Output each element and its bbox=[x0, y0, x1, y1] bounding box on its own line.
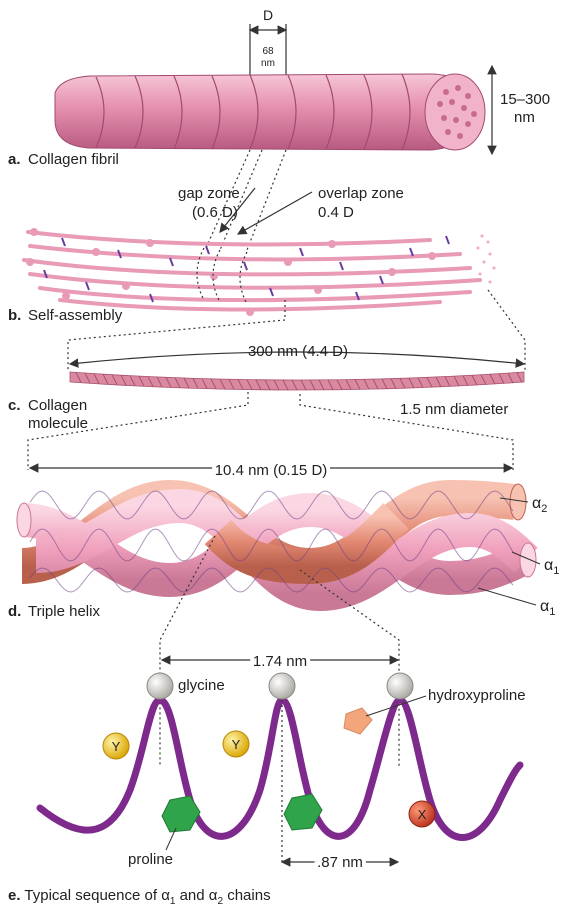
panel-d-helix: 10.4 nm (0.15 D) α2 α1 α1 d. Triple heli… bbox=[8, 462, 559, 620]
panel-c-title-line2: molecule bbox=[28, 415, 88, 432]
gap-68-label: 68 bbox=[262, 46, 274, 57]
glycine-label: glycine bbox=[178, 677, 225, 694]
alpha1-label-b: α1 bbox=[540, 598, 555, 618]
panel-a-title: Collagen fibril bbox=[28, 151, 119, 168]
period-label: 1.74 nm bbox=[253, 653, 307, 670]
glycine-ball-1 bbox=[147, 673, 173, 699]
panel-a-fibril: D 68 nm 15–300 nm a. Coll bbox=[8, 7, 550, 168]
gap-nm-label: nm bbox=[261, 58, 275, 69]
polypeptide-chain bbox=[40, 700, 520, 838]
proline-hex-1 bbox=[162, 796, 200, 832]
panel-a-letter: a. bbox=[8, 151, 21, 168]
staggered-molecules bbox=[24, 232, 480, 310]
panel-d-title: Triple helix bbox=[28, 603, 100, 620]
overlap-zone-label: overlap zone bbox=[318, 185, 404, 202]
panel-b-assembly: gap zone (0.6 D) overlap zone 0.4 D bbox=[8, 185, 496, 324]
d-label: D bbox=[263, 7, 273, 23]
y-residue-label-1: Y bbox=[112, 739, 121, 754]
x-residue: X bbox=[409, 801, 435, 827]
y-residue-2: Y bbox=[223, 731, 249, 757]
panel-d-letter: d. bbox=[8, 603, 21, 620]
proline-hex-2 bbox=[284, 794, 322, 830]
alpha1-label-a: α1 bbox=[544, 557, 559, 577]
molecule-length-label: 300 nm (4.4 D) bbox=[248, 343, 348, 360]
panel-e-title: e. Typical sequence of α1 and α2 chains bbox=[8, 887, 271, 907]
spacing-label: .87 nm bbox=[317, 854, 363, 871]
hydroxyproline-label: hydroxyproline bbox=[428, 687, 526, 704]
molecule-diameter-label: 1.5 nm diameter bbox=[400, 401, 508, 418]
x-residue-label: X bbox=[418, 807, 427, 822]
panel-c-title-line1: Collagen bbox=[28, 397, 87, 414]
panel-c-letter: c. bbox=[8, 397, 21, 414]
glycine-ball-2 bbox=[269, 673, 295, 699]
fibril-body bbox=[55, 74, 470, 150]
fibril-end-dots bbox=[477, 235, 496, 284]
proline-label: proline bbox=[128, 851, 173, 868]
gap-zone-value: (0.6 D) bbox=[192, 204, 238, 221]
panel-b-title: Self-assembly bbox=[28, 307, 123, 324]
gap-zone-label: gap zone bbox=[178, 185, 240, 202]
y-residue-1: Y bbox=[103, 733, 129, 759]
alpha2-label: α2 bbox=[532, 495, 547, 515]
panel-b-letter: b. bbox=[8, 307, 21, 324]
y-residue-label-2: Y bbox=[232, 737, 241, 752]
panel-e-sequence: 1.74 nm glycine hydroxyproline Y Y X pro… bbox=[8, 653, 526, 907]
glycine-ball-3 bbox=[387, 673, 413, 699]
hydroxyproline-residue bbox=[344, 708, 372, 734]
helix-length-label: 10.4 nm (0.15 D) bbox=[215, 462, 328, 479]
diameter-bottom-label: nm bbox=[514, 109, 535, 126]
panel-c-molecule: 300 nm (4.4 D) c. Collagen molecule 1.5 … bbox=[8, 343, 524, 432]
diameter-top-label: 15–300 bbox=[500, 91, 550, 108]
overlap-zone-value: 0.4 D bbox=[318, 204, 354, 221]
